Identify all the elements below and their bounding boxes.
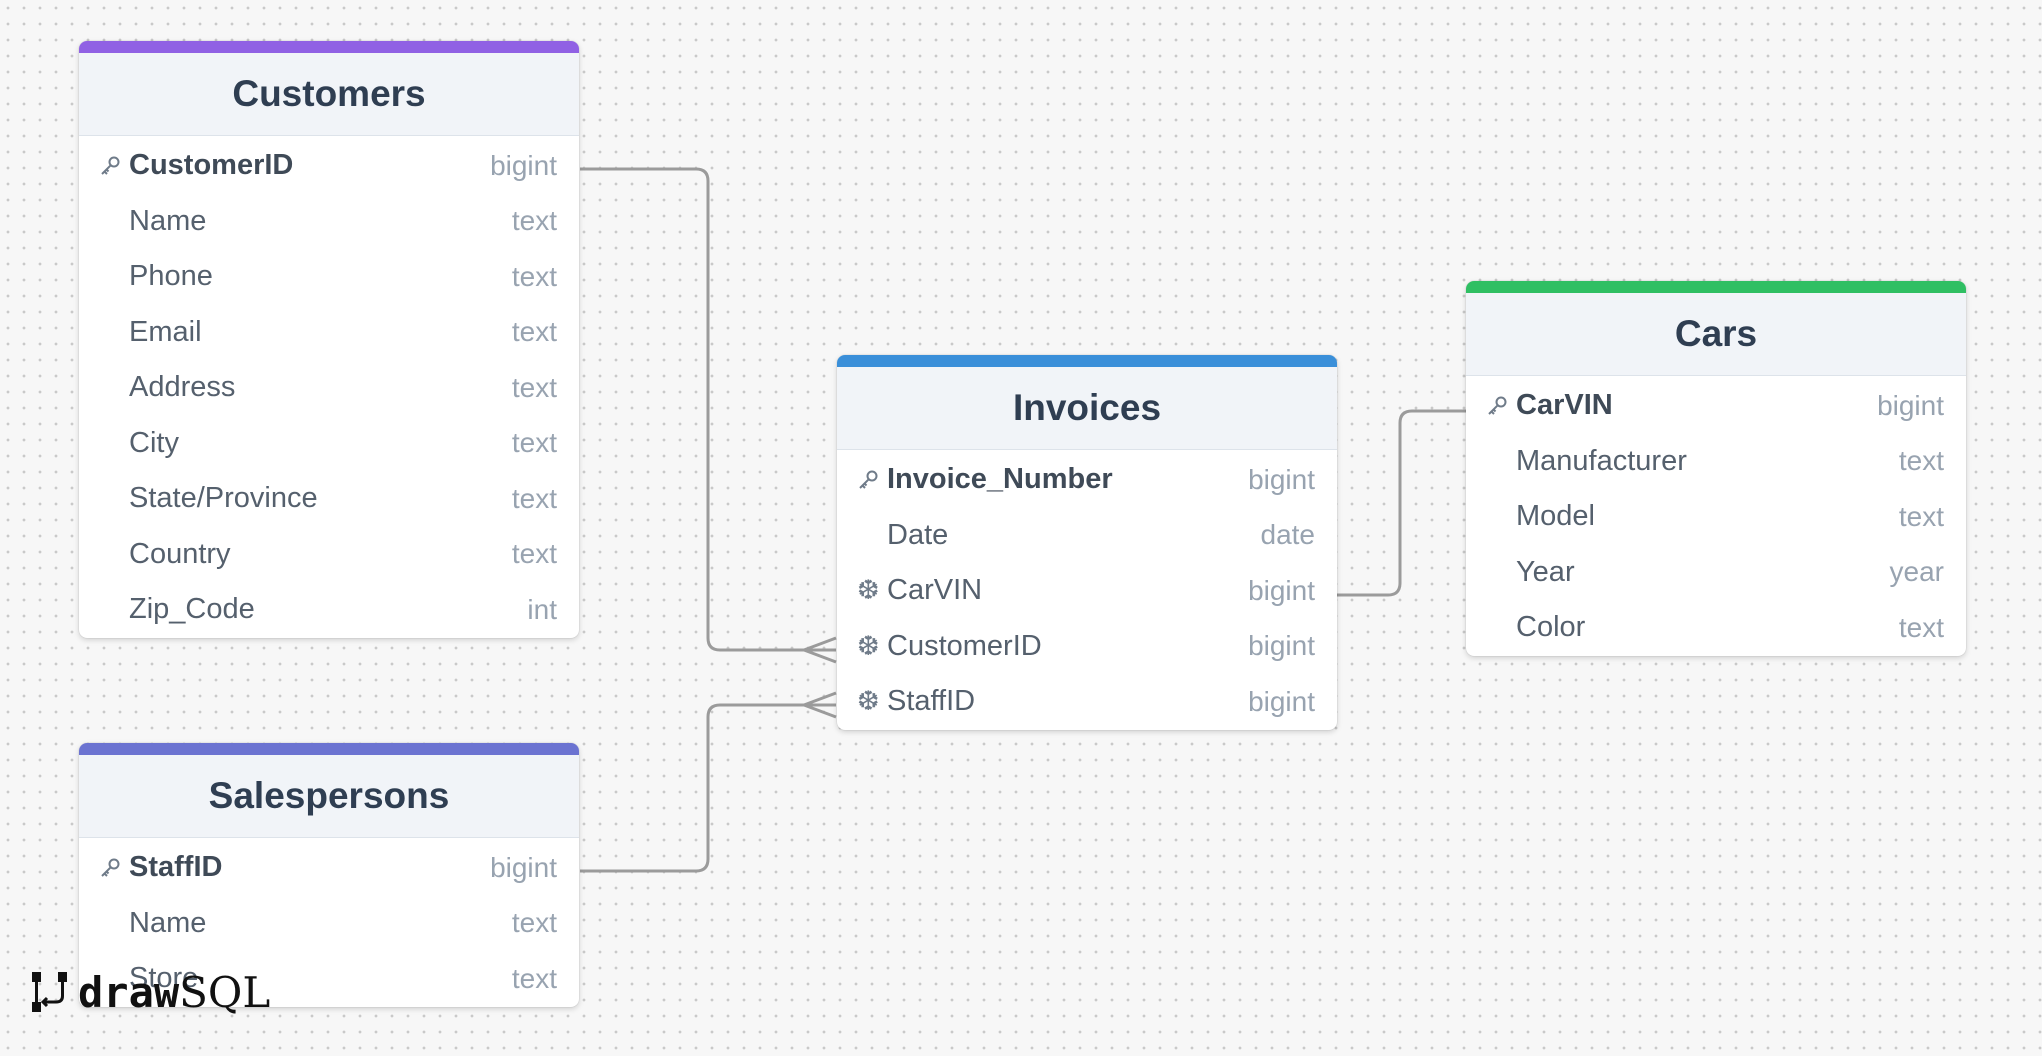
column-name: Email (129, 315, 202, 348)
drawsql-logo-icon (32, 972, 67, 1012)
column-type: text (1898, 445, 1944, 477)
column-row[interactable]: CustomerID bigint (79, 138, 579, 194)
column-name: StaffID (129, 851, 223, 884)
column-type: text (1898, 500, 1944, 532)
column-row[interactable]: Invoice_Number bigint (837, 452, 1337, 508)
column-row[interactable]: Zip_Code int (79, 582, 579, 638)
column-row[interactable]: Address text (79, 360, 579, 416)
column-type: text (511, 205, 557, 237)
column-type: text (1898, 611, 1944, 643)
crowfoot-customerid (803, 636, 837, 664)
column-row[interactable]: ❆CustomerID bigint (837, 619, 1337, 675)
logo-text-draw: draw (78, 967, 180, 1017)
key-icon (1486, 395, 1516, 417)
column-type: int (527, 593, 557, 625)
column-row[interactable]: CarVIN bigint (1466, 378, 1966, 434)
column-name: StaffID (887, 685, 976, 718)
column-row[interactable]: Store text (79, 951, 579, 1007)
column-type: text (511, 907, 557, 939)
key-icon (99, 155, 129, 177)
column-row[interactable]: Manufacturer text (1466, 434, 1966, 490)
column-type: text (511, 371, 557, 403)
column-name: Zip_Code (129, 593, 255, 626)
column-type: bigint (490, 149, 557, 181)
column-name: Invoice_Number (887, 463, 1113, 496)
column-row[interactable]: Phone text (79, 249, 579, 305)
column-name: Year (1516, 555, 1575, 588)
column-name: Color (1516, 611, 1586, 644)
link-customers-invoices[interactable] (580, 167, 836, 652)
table-title[interactable]: Cars (1466, 293, 1966, 376)
crowfoot-staffid (803, 691, 837, 719)
key-icon (99, 857, 129, 879)
column-name: Model (1516, 500, 1595, 533)
column-type: text (511, 316, 557, 348)
column-type: text (511, 538, 557, 570)
column-name: Name (129, 204, 207, 237)
column-name: CarVIN (887, 574, 983, 607)
column-row[interactable]: State/Province text (79, 471, 579, 527)
column-row[interactable]: Date date (837, 508, 1337, 564)
table-title[interactable]: Customers (79, 53, 579, 136)
column-row[interactable]: City text (79, 416, 579, 472)
column-name: City (129, 426, 179, 459)
column-row[interactable]: Year year (1466, 545, 1966, 601)
column-type: bigint (1248, 630, 1315, 662)
column-name: Manufacturer (1516, 444, 1687, 477)
column-row[interactable]: Name text (79, 194, 579, 250)
column-name: Name (129, 906, 207, 939)
column-type: year (1889, 556, 1944, 588)
logo-text-sql: SQL (179, 967, 271, 1017)
snowflake-icon: ❆ (857, 686, 880, 717)
column-type: bigint (1248, 685, 1315, 717)
column-name: Store (129, 962, 199, 995)
key-icon (857, 469, 887, 491)
column-type: text (511, 427, 557, 459)
column-type: bigint (1248, 574, 1315, 606)
column-row[interactable]: Name text (79, 896, 579, 952)
table-color-bar (79, 41, 579, 53)
column-row[interactable]: ❆StaffID bigint (837, 674, 1337, 730)
column-type: text (511, 482, 557, 514)
table-color-bar (837, 355, 1337, 367)
snowflake-icon: ❆ (857, 575, 880, 606)
column-name: CustomerID (129, 149, 294, 182)
column-type: text (511, 962, 557, 994)
column-type: text (511, 260, 557, 292)
column-type: date (1260, 519, 1316, 551)
column-name: Date (887, 518, 949, 551)
column-type: bigint (1877, 389, 1944, 421)
column-name: CustomerID (887, 629, 1042, 662)
table-title[interactable]: Invoices (837, 367, 1337, 450)
column-row[interactable]: Country text (79, 527, 579, 583)
column-name: Phone (129, 260, 213, 293)
column-name: Country (129, 537, 231, 570)
column-type: bigint (1248, 463, 1315, 495)
table-title[interactable]: Salespersons (79, 755, 579, 838)
column-row[interactable]: StaffID bigint (79, 840, 579, 896)
link-salespersons-invoices[interactable] (580, 703, 836, 873)
column-name: State/Province (129, 482, 318, 515)
column-type: bigint (490, 851, 557, 883)
column-name: Address (129, 371, 236, 404)
link-cars-invoices[interactable] (1336, 409, 1466, 597)
column-row[interactable]: ❆CarVIN bigint (837, 563, 1337, 619)
table-color-bar (1466, 281, 1966, 293)
column-name: CarVIN (1516, 389, 1613, 422)
column-row[interactable]: Email text (79, 305, 579, 361)
column-row[interactable]: Model text (1466, 489, 1966, 545)
column-row[interactable]: Color text (1466, 600, 1966, 656)
snowflake-icon: ❆ (857, 630, 880, 661)
table-color-bar (79, 743, 579, 755)
